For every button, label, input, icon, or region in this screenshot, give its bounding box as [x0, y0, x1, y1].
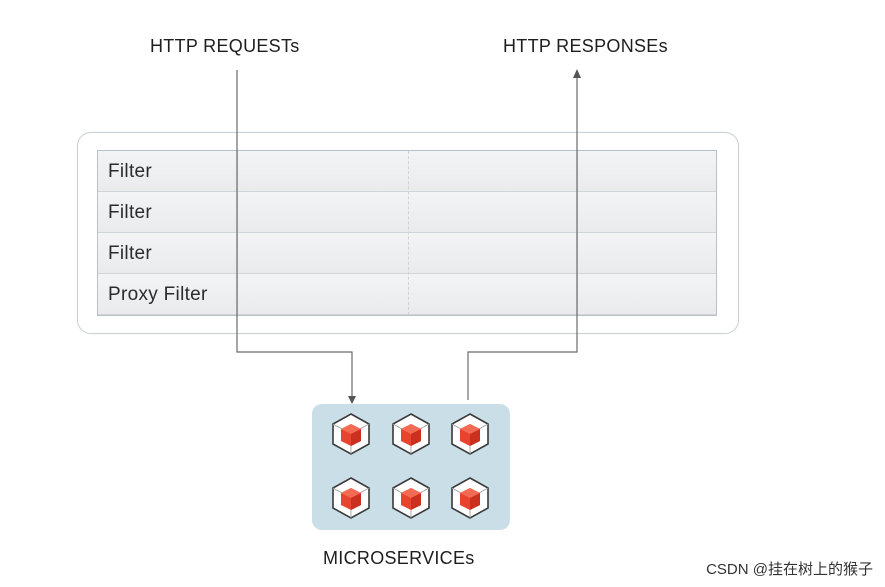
request-arrow-head [348, 396, 356, 404]
proxy-filter-row: Proxy Filter [98, 274, 716, 315]
filter-label: Filter [108, 161, 153, 182]
proxy-filter-label: Proxy Filter [108, 284, 208, 305]
cube-icon [448, 412, 492, 456]
filter-label: Filter [108, 243, 153, 264]
cube-icon [389, 476, 433, 520]
filter-row: Filter [98, 192, 716, 233]
filter-row: Filter [98, 151, 716, 192]
cube-icon [329, 412, 373, 456]
http-responses-label: HTTP RESPONSEs [503, 36, 668, 56]
filter-label: Filter [108, 202, 153, 223]
microservices-label: MICROSERVICEs [323, 548, 475, 568]
watermark: CSDN @挂在树上的猴子 [706, 561, 873, 578]
filter-row: Filter [98, 233, 716, 274]
column-divider [577, 151, 578, 315]
cube-icon [448, 476, 492, 520]
filter-chain: Filter Filter Filter Proxy Filter [97, 150, 717, 316]
column-divider-dashed [408, 151, 409, 315]
cube-icon [329, 476, 373, 520]
cube-icon [389, 412, 433, 456]
column-divider [237, 151, 238, 315]
http-requests-label: HTTP REQUESTs [150, 36, 300, 56]
response-arrow-head [573, 69, 581, 78]
microservices-container [312, 404, 510, 530]
